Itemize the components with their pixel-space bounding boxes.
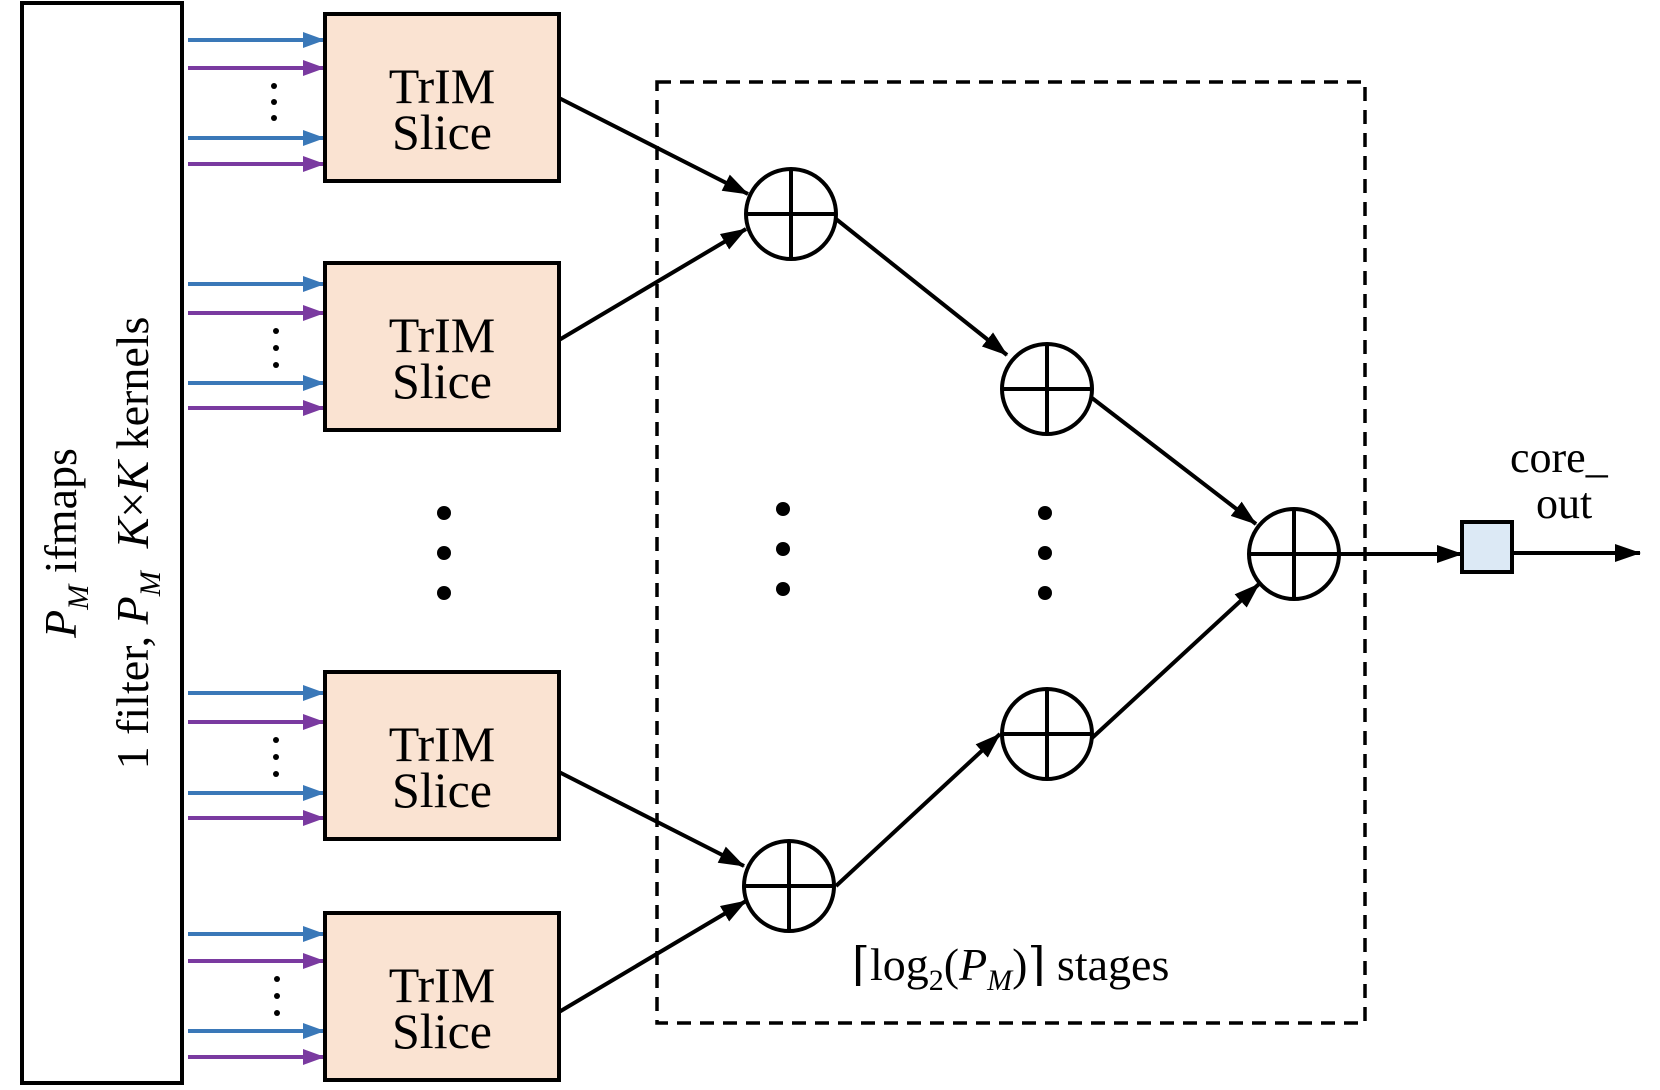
trim-slice-3-title: TrIM <box>389 716 496 772</box>
output-label-line1: core_ <box>1510 433 1609 482</box>
input-buffer-panel <box>20 1 184 1085</box>
input-arrows-slice-4 <box>188 926 325 1065</box>
trim-slice-1-subtitle: Slice <box>392 104 492 160</box>
stages-label: ⌈log2(PM)⌉ stages <box>852 939 1169 997</box>
ellipsis-icon <box>273 737 279 777</box>
input-buffer-label-line2: 1 filter, PM K×K kernels <box>107 317 167 770</box>
adder-tree-connections <box>557 96 1641 1014</box>
adder-column2-ellipsis-icon <box>1038 506 1052 600</box>
svg-text:1 filter, PM K×K kernels: 1 filter, PM K×K kernels <box>107 317 167 770</box>
input-buffer-label-line1: PM ifmaps <box>35 448 95 639</box>
trim-slice-3-subtitle: Slice <box>392 762 492 818</box>
adder-stage1-top <box>744 167 838 261</box>
adder-column1-ellipsis-icon <box>776 502 790 596</box>
output-label-line2: out <box>1536 479 1592 528</box>
input-arrows-slice-3 <box>188 685 325 826</box>
trim-slice-2-subtitle: Slice <box>392 353 492 409</box>
adder-stage1-bottom <box>742 839 836 933</box>
ellipsis-icon <box>271 83 277 121</box>
trim-slice-4: TrIM Slice <box>323 911 561 1082</box>
svg-text:PM ifmaps: PM ifmaps <box>35 448 95 639</box>
slices-ellipsis-icon <box>437 506 451 600</box>
adder-stage2-bottom <box>1000 687 1094 781</box>
trim-slice-4-subtitle: Slice <box>392 1003 492 1059</box>
trim-slice-4-title: TrIM <box>389 957 496 1013</box>
trim-slice-2-title: TrIM <box>389 307 496 363</box>
adder-final <box>1247 507 1341 601</box>
ellipsis-icon <box>274 976 280 1016</box>
output-register <box>1460 520 1514 574</box>
trim-slice-1: TrIM Slice <box>323 12 561 183</box>
trim-slice-1-title: TrIM <box>389 58 496 114</box>
input-arrows-slice-2 <box>188 276 325 416</box>
adder-stage2-top <box>1000 342 1094 436</box>
trim-slice-2: TrIM Slice <box>323 261 561 432</box>
trim-slice-3: TrIM Slice <box>323 670 561 841</box>
input-arrows-slice-1 <box>188 32 325 172</box>
ellipsis-icon <box>273 328 279 368</box>
